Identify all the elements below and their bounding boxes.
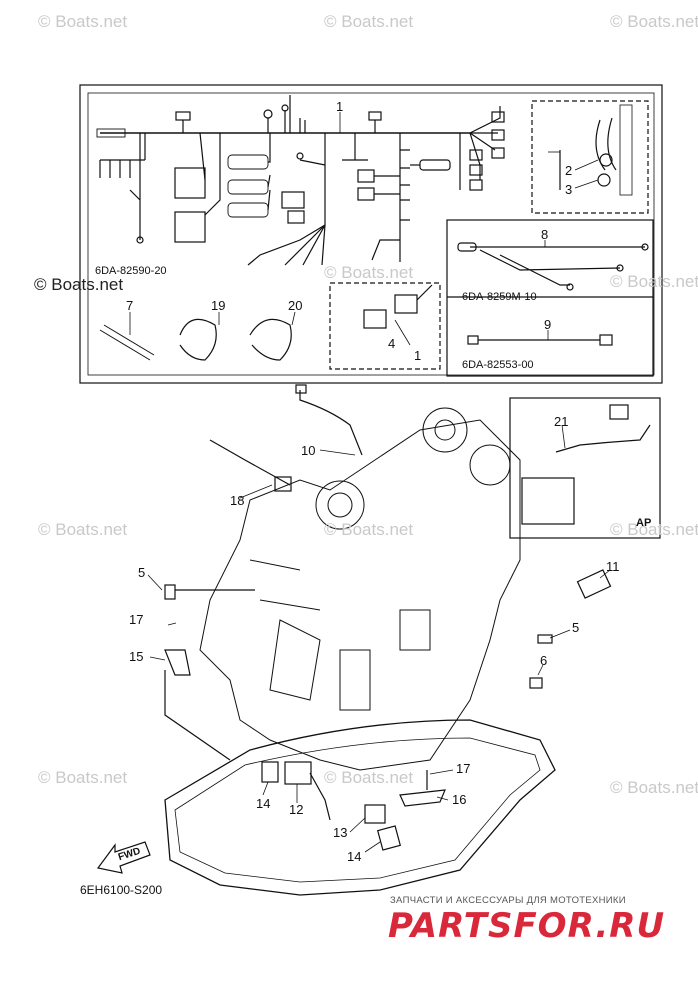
ap-label: AP <box>636 517 652 529</box>
callout-5-right: 5 <box>572 620 580 635</box>
watermark: © Boats.net <box>324 263 414 282</box>
callout-19: 19 <box>211 298 226 313</box>
watermark: © Boats.net <box>610 12 698 31</box>
callout-12: 12 <box>289 802 304 817</box>
watermark: © Boats.net <box>324 768 414 787</box>
callout-9: 9 <box>544 317 552 332</box>
box-items-8-9 <box>446 219 654 377</box>
callout-8: 8 <box>541 227 549 242</box>
callout-1: 1 <box>336 99 344 114</box>
watermark: © Boats.net <box>324 520 414 539</box>
callout-18: 18 <box>230 493 245 508</box>
callout-15: 15 <box>129 649 144 664</box>
callout-13: 13 <box>333 825 348 840</box>
watermark: © Boats.net <box>610 520 698 539</box>
callout-3: 3 <box>565 182 573 197</box>
callout-4: 4 <box>388 336 396 351</box>
callout-14-top: 14 <box>256 796 271 811</box>
kit-code-harness-9: 6DA-82553-00 <box>462 359 534 371</box>
callout-17-bottom: 17 <box>456 761 471 776</box>
callout-7: 7 <box>126 298 134 313</box>
watermark: © Boats.net <box>38 768 128 787</box>
callout-20: 20 <box>288 298 303 313</box>
fwd-arrow <box>96 841 151 874</box>
diagram-code: 6EH6100-S200 <box>80 883 163 897</box>
callout-6: 6 <box>540 653 548 668</box>
watermark: © Boats.net <box>38 12 128 31</box>
watermark: © Boats.net <box>38 520 128 539</box>
callout-21: 21 <box>554 414 569 429</box>
callout-2: 2 <box>565 163 573 178</box>
detail-box-1-3 <box>531 100 649 214</box>
kit-code-harness-8: 6DA-8259M-10 <box>462 291 537 303</box>
callout-16: 16 <box>452 792 467 807</box>
harness-kit-frame <box>79 84 663 384</box>
callout-11: 11 <box>606 559 620 574</box>
detail-box-4-1 <box>329 282 441 370</box>
brand-logo: PARTSFOR.RU <box>388 906 666 946</box>
watermark: © Boats.net <box>610 778 698 797</box>
watermark: © Boats.net <box>324 12 414 31</box>
kit-code-main-harness: 6DA-82590-20 <box>95 265 167 277</box>
callout-10: 10 <box>301 443 316 458</box>
watermark: © Boats.net <box>34 275 124 294</box>
brand-tagline: ЗАПЧАСТИ И АКСЕССУАРЫ ДЛЯ МОТОТЕХНИКИ <box>390 895 626 906</box>
callout-17-top: 17 <box>129 612 144 627</box>
callout-5-left: 5 <box>138 565 146 580</box>
watermark: © Boats.net <box>610 272 698 291</box>
callout-14-bottom: 14 <box>347 849 362 864</box>
callout-1b: 1 <box>414 348 422 363</box>
